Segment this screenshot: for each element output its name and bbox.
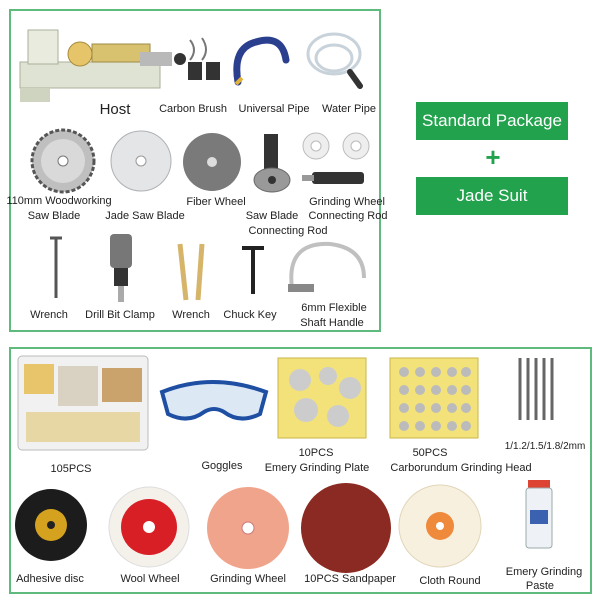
carbon-brush-image [188, 37, 220, 80]
carborundum-label-1: 50PCS [412, 447, 448, 459]
host-machine-image [19, 29, 186, 102]
adhesive-disc-image [15, 489, 87, 561]
carborundum-grinding-head-image [389, 357, 479, 439]
carborundum-label-2: Carborundum Grinding Head [390, 462, 532, 474]
goggles-image [159, 380, 269, 421]
standard-package-badge: Standard Package [416, 102, 568, 140]
grinding-wheel-rod-image [302, 132, 370, 184]
emery-grinding-plate-label-2: Emery Grinding Plate [264, 462, 370, 474]
emery-grinding-plate-image [277, 357, 367, 439]
woodworking-saw-blade-image [30, 128, 96, 194]
woodworking-saw-blade-label-1: 110mm Woodworking [6, 195, 112, 207]
grinding-wheel-rod-label-1: Grinding Wheel [309, 196, 385, 208]
105pcs-kit-image [17, 355, 149, 451]
universal-pipe-image [233, 36, 290, 86]
adhesive-disc-label: Adhesive disc [16, 573, 84, 585]
jade-suit-badge: Jade Suit [416, 177, 568, 215]
universal-pipe-label: Universal Pipe [238, 103, 310, 115]
water-pipe-label: Water Pipe [321, 103, 376, 115]
emery-paste-image [525, 480, 553, 549]
wool-wheel-image [108, 486, 190, 568]
sandpaper-label: 10PCS Sandpaper [304, 573, 396, 585]
flex-shaft-handle-label-1: 6mm Flexible [301, 302, 367, 314]
plus-sign: + [485, 142, 501, 172]
open-wrench-label: Wrench [172, 309, 210, 321]
woodworking-saw-blade-label-2: Saw Blade [27, 210, 81, 222]
chuck-key-image [242, 246, 264, 294]
host-label: Host [99, 101, 131, 118]
cloth-round-label: Cloth Round [419, 575, 481, 587]
emery-paste-label-2: Paste [525, 580, 555, 592]
grinding-wheel-image [207, 487, 289, 569]
carbon-brush-label: Carbon Brush [159, 103, 227, 115]
105pcs-label: 105PCS [50, 463, 92, 475]
needle-bits-image [518, 358, 554, 420]
wool-wheel-label: Wool Wheel [120, 573, 180, 585]
jade-saw-blade-image [110, 130, 172, 192]
chuck-key-label: Chuck Key [223, 309, 277, 321]
grinding-wheel-rod-label-2: Connecting Rod [308, 210, 388, 222]
needle-sizes-label: 1/1.2/1.5/1.8/2mm [504, 441, 586, 452]
grinding-wheel-label: Grinding Wheel [210, 573, 286, 585]
drill-bit-clamp-label: Drill Bit Clamp [85, 309, 155, 321]
saw-blade-rod-image [253, 134, 291, 193]
fiber-wheel-image [183, 133, 241, 191]
water-pipe-image [306, 32, 363, 89]
emery-grinding-plate-label-1: 10PCS [298, 447, 334, 459]
saw-blade-rod-label-2: Connecting Rod [248, 225, 328, 237]
fiber-wheel-label: Fiber Wheel [186, 196, 246, 208]
drill-bit-clamp-image [110, 234, 132, 302]
goggles-label: Goggles [201, 460, 243, 472]
flex-shaft-handle-image [288, 241, 366, 292]
emery-paste-label-1: Emery Grinding [505, 566, 583, 578]
flex-shaft-handle-label-2: Shaft Handle [300, 317, 364, 329]
cloth-round-image [398, 484, 482, 568]
open-wrench-image [177, 243, 205, 301]
saw-blade-rod-label-1: Saw Blade [245, 210, 299, 222]
sandpaper-image [301, 483, 391, 573]
jade-saw-blade-label: Jade Saw Blade [105, 210, 185, 222]
hex-wrench-image [50, 236, 62, 298]
hex-wrench-label: Wrench [30, 309, 68, 321]
